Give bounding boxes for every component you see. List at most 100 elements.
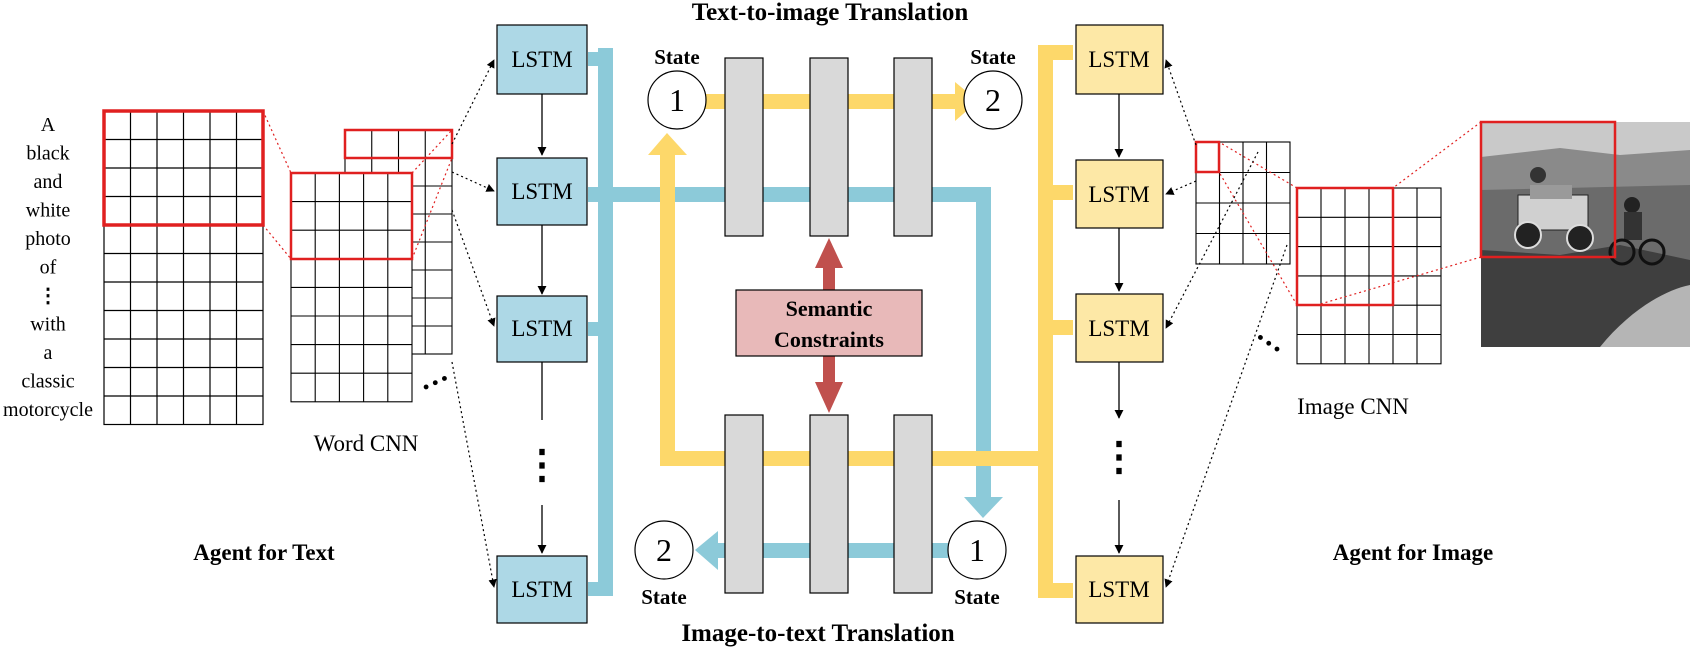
yellow-stub-2 bbox=[1038, 185, 1073, 200]
yellow-stub-3 bbox=[1038, 320, 1073, 335]
state-bottom-left: 2 State bbox=[634, 520, 694, 609]
caption-word: motorcycle bbox=[3, 399, 93, 421]
image-cnn-small-highlight bbox=[1194, 140, 1221, 174]
photo-image bbox=[1479, 120, 1690, 347]
bar-bottom-3 bbox=[893, 414, 933, 594]
state-circle bbox=[647, 70, 707, 130]
image-cnn-big-grid bbox=[1296, 187, 1442, 365]
red-dotted-line bbox=[1218, 141, 1298, 189]
image-cnn-stack: … bbox=[1194, 140, 1442, 365]
image-cnn-label: Image CNN bbox=[1297, 394, 1409, 419]
dotted-arrow bbox=[451, 59, 495, 145]
image-lstm-box-1 bbox=[1075, 24, 1164, 95]
lstm-vertical-dots: ⋮ bbox=[522, 442, 562, 487]
blue-arrowhead-down bbox=[964, 497, 1003, 518]
caption-word: ⋮ bbox=[38, 285, 58, 307]
state-bottom-right-label: State bbox=[954, 585, 1000, 609]
image-lstm-box-4 bbox=[1075, 555, 1164, 624]
caption-words: Ablackandwhitephotoof⋮withaclassicmotorc… bbox=[3, 114, 93, 421]
lstm-label: LSTM bbox=[511, 316, 572, 341]
caption-word: white bbox=[26, 200, 71, 222]
red-dotted-line bbox=[262, 224, 292, 260]
lstm-label: LSTM bbox=[1088, 316, 1149, 341]
semantic-constraints: Semantic Constraints bbox=[735, 238, 923, 413]
yellow-vertical-left bbox=[660, 155, 675, 466]
word-cnn-front-grid bbox=[290, 172, 413, 403]
lstm-label: LSTM bbox=[511, 577, 572, 602]
text-lstm-box-1 bbox=[496, 24, 588, 95]
state-circle bbox=[963, 70, 1023, 130]
state-top-left-label: State bbox=[654, 45, 700, 69]
yellow-arrowhead-up bbox=[648, 133, 687, 155]
image-cnn-ellipsis: … bbox=[1251, 315, 1295, 359]
semantic-constraints-box bbox=[735, 289, 923, 357]
text-embedding-grid bbox=[102, 109, 265, 426]
image-lstm-box-2 bbox=[1075, 159, 1164, 229]
caption-word: a bbox=[44, 342, 53, 364]
state-number: 1 bbox=[969, 532, 985, 568]
state-number: 1 bbox=[669, 82, 685, 118]
semantic-arrow-up-shaft bbox=[823, 265, 835, 290]
text-lstm-column: ⋮ LSTM LSTM LSTM LSTM bbox=[496, 24, 588, 624]
state-circle bbox=[947, 520, 1007, 580]
dotted-arrow bbox=[451, 361, 497, 588]
image-cnn-big-highlight bbox=[1295, 186, 1395, 307]
bar-bottom-1 bbox=[724, 414, 764, 594]
image-cnn-small-grid bbox=[1195, 141, 1291, 265]
yellow-stub-4 bbox=[1038, 583, 1073, 598]
dotted-arrow bbox=[451, 171, 495, 192]
agent-for-image-label: Agent for Image bbox=[1333, 540, 1494, 565]
dotted-arrow bbox=[1165, 180, 1197, 195]
title-text-to-image: Text-to-image Translation bbox=[692, 0, 969, 26]
dotted-arrow bbox=[1165, 151, 1259, 329]
blue-vertical-right bbox=[976, 187, 991, 497]
lstm-label: LSTM bbox=[1088, 577, 1149, 602]
bar-top-1 bbox=[724, 57, 764, 237]
image-lstm-column: ⋮ LSTM LSTM LSTM LSTM bbox=[1075, 24, 1164, 624]
lstm-label: LSTM bbox=[511, 47, 572, 72]
photo-car bbox=[1514, 167, 1594, 252]
dotted-arrow bbox=[1164, 59, 1197, 146]
red-dotted-line bbox=[1218, 171, 1298, 306]
dotted-arrow bbox=[1164, 244, 1288, 588]
word-cnn-label: Word CNN bbox=[314, 431, 419, 456]
translation-bars bbox=[724, 57, 933, 594]
photo-highlight bbox=[1479, 120, 1617, 259]
photo-road bbox=[1600, 285, 1690, 347]
photo-hills bbox=[1481, 148, 1690, 190]
caption-word: of bbox=[40, 257, 57, 279]
blue-stub-4 bbox=[588, 582, 613, 596]
agent-for-text-label: Agent for Text bbox=[193, 540, 335, 565]
state-top-right: State 2 bbox=[963, 45, 1023, 130]
lstm-label: LSTM bbox=[511, 179, 572, 204]
text-lstm-box-4 bbox=[496, 555, 588, 624]
state-number: 2 bbox=[985, 82, 1001, 118]
dotted-arrow bbox=[451, 209, 496, 327]
caption-word: photo bbox=[25, 228, 71, 250]
image-lstm-box-3 bbox=[1075, 293, 1164, 363]
caption-word: A bbox=[41, 114, 56, 136]
caption-word: and bbox=[34, 171, 63, 193]
blue-bus-vertical bbox=[598, 48, 613, 590]
bar-bottom-2 bbox=[809, 414, 849, 594]
image-feature-arrows bbox=[1164, 59, 1288, 588]
blue-horizontal-top bbox=[588, 187, 991, 202]
text-feature-arrows bbox=[451, 59, 497, 588]
semantic-line-2: Constraints bbox=[774, 327, 884, 352]
lstm-label: LSTM bbox=[1088, 47, 1149, 72]
bar-top-2 bbox=[809, 57, 849, 237]
state-top-left: State 1 bbox=[647, 45, 707, 130]
word-cnn-stack: … bbox=[289, 128, 454, 403]
state-number: 2 bbox=[656, 532, 672, 568]
semantic-line-1: Semantic bbox=[786, 296, 873, 321]
lstm-vertical-dots: ⋮ bbox=[1099, 434, 1139, 479]
text-grid-cells bbox=[103, 110, 264, 426]
caption-word: classic bbox=[21, 371, 74, 393]
text-grid-highlight bbox=[102, 109, 265, 227]
word-cnn-front-highlight bbox=[289, 171, 414, 261]
red-dotted-line bbox=[1316, 256, 1482, 306]
semantic-arrow-up-head bbox=[815, 238, 843, 268]
word-cnn-ellipsis: … bbox=[412, 355, 453, 398]
text-correspondence-lines bbox=[262, 110, 453, 260]
